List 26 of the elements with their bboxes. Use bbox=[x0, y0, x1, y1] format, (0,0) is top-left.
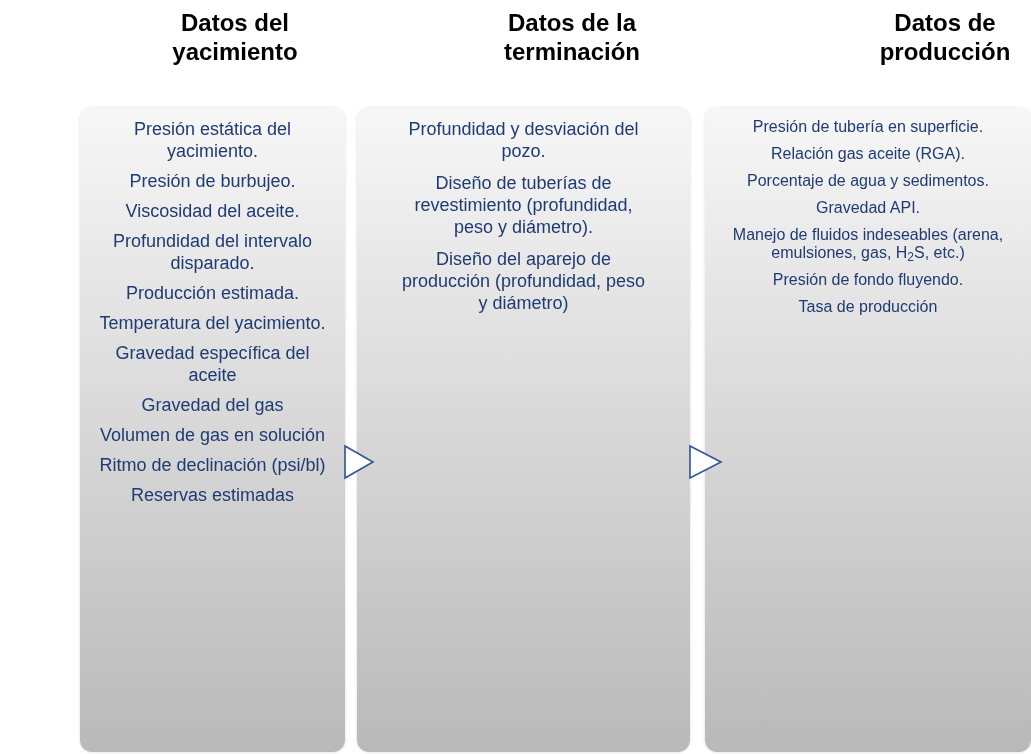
list-item: Porcentaje de agua y sedimentos. bbox=[747, 172, 989, 190]
list-item: Manejo de fluidos indeseables (arena, emulsiones, gas, H$_{2}$S, etc.) bbox=[731, 226, 1005, 262]
chevron-arrow bbox=[344, 444, 375, 480]
list-item: Volumen de gas en solución bbox=[99, 424, 326, 446]
list-item: Relación gas aceite (RGA). bbox=[771, 145, 965, 163]
list-item: Ritmo de declinación (psi/bl) bbox=[99, 454, 326, 476]
list-item: Profundidad del intervalo disparado. bbox=[111, 230, 314, 274]
list-item: Presión estática del yacimiento. bbox=[132, 118, 293, 162]
chevron-arrow bbox=[689, 444, 723, 480]
column-heading: Datos del yacimiento bbox=[171, 8, 299, 66]
column-heading: Datos de la terminación bbox=[503, 8, 641, 66]
list-item: Presión de tubería en superficie. bbox=[752, 118, 984, 136]
list-item: Tasa de producción bbox=[798, 298, 938, 316]
list-item: Producción estimada. bbox=[125, 282, 300, 304]
list-item: Gravedad del gas bbox=[141, 394, 284, 416]
list-item: Reservas estimadas bbox=[130, 484, 295, 506]
list-item: Diseño de tuberías de revestimiento (profundidad, peso y diámetro). bbox=[413, 172, 634, 238]
list-item: Presión de burbujeo. bbox=[129, 170, 296, 192]
list-item: Viscosidad del aceite. bbox=[125, 200, 300, 222]
list-item: Diseño del aparejo de producción (profundidad, peso y diámetro) bbox=[400, 248, 647, 314]
list-item: Profundidad y desviación del pozo. bbox=[407, 118, 640, 162]
column-heading: Datos de producción bbox=[878, 8, 1012, 66]
list-item: Temperatura del yacimiento. bbox=[99, 312, 326, 334]
list-item: Presión de fondo fluyendo. bbox=[772, 271, 964, 289]
list-item: Gravedad API. bbox=[815, 199, 921, 217]
list-item: Gravedad específica del aceite bbox=[114, 342, 311, 386]
